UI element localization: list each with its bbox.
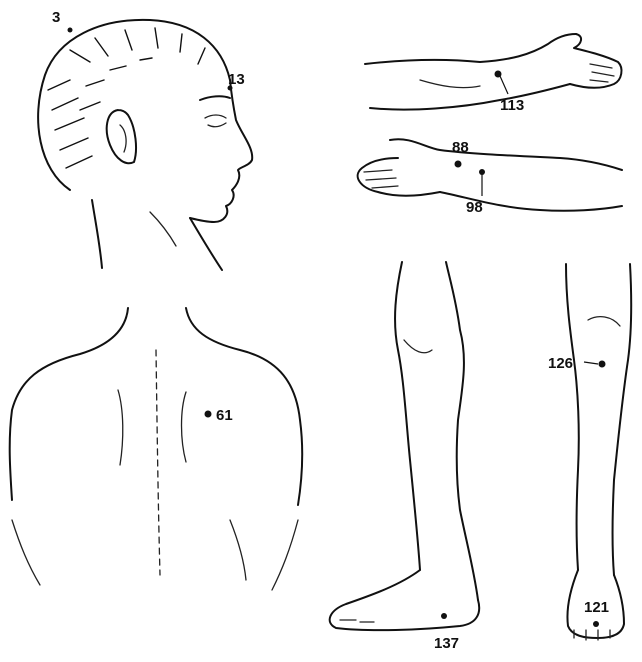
label-point-61: 61 <box>216 407 233 424</box>
arm-lower-figure: 88 98 <box>358 139 622 216</box>
acupoint-88-marker <box>455 161 462 168</box>
acupoint-3-marker <box>68 28 73 33</box>
label-point-126: 126 <box>548 355 573 372</box>
label-point-3: 3 <box>52 9 60 26</box>
label-point-98: 98 <box>466 199 483 216</box>
label-point-137: 137 <box>434 635 459 652</box>
head-figure: 3 13 <box>38 9 252 270</box>
acupoint-126-marker <box>599 361 606 368</box>
label-point-13: 13 <box>228 71 245 88</box>
label-point-121: 121 <box>584 599 609 616</box>
acupoint-137-marker <box>441 613 447 619</box>
label-point-88: 88 <box>452 139 469 156</box>
acupoint-121-marker <box>593 621 599 627</box>
acupoint-61-marker <box>205 411 212 418</box>
back-figure: 61 <box>10 308 302 590</box>
label-point-113: 113 <box>500 97 524 114</box>
leg-front-figure: 126 121 <box>548 264 631 640</box>
leg-side-figure: 137 <box>330 262 480 652</box>
arm-upper-figure: 113 <box>365 34 621 114</box>
